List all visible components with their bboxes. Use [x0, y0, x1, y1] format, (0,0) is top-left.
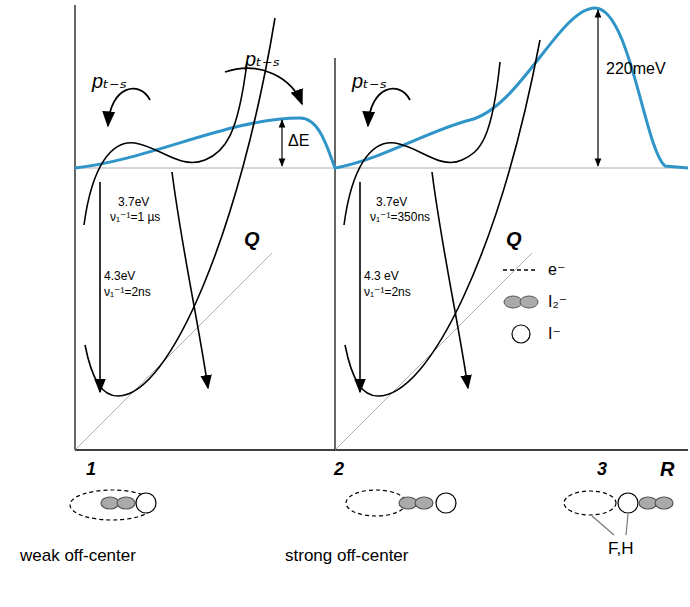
transition-energy: 4.3eV — [104, 270, 135, 283]
configuration-sketch — [70, 490, 673, 535]
energy-arrow — [282, 10, 598, 166]
rate-label: pₜ₋ₛ — [245, 48, 280, 70]
configuration-caption: strong off-center — [285, 547, 408, 566]
transition-energy: 3.7eV — [118, 196, 149, 209]
potential-curves — [84, 18, 540, 396]
axis-label: Q — [506, 228, 522, 250]
lifetime-label: ν₁⁻¹=350ns — [370, 211, 430, 224]
rate-label: pₜ₋ₛ — [92, 70, 127, 92]
energy-label: 220meV — [606, 60, 666, 78]
axes — [75, 5, 688, 450]
transition-energy: 4.3 eV — [364, 270, 399, 283]
configuration-number: 3 — [597, 460, 607, 480]
hop-arrow — [108, 68, 410, 126]
legend-text: e⁻ — [548, 261, 565, 279]
lifetime-label: ν₁⁻¹=1 µs — [110, 211, 160, 224]
configuration-number: 2 — [334, 460, 344, 480]
energy-label: ΔE — [288, 132, 309, 150]
transition-arrow — [100, 172, 468, 392]
legend-text: I⁻ — [548, 325, 561, 343]
legend-samples — [503, 270, 538, 343]
axis-label: Q — [244, 228, 260, 250]
lifetime-label: ν₁⁻¹=2ns — [104, 286, 151, 299]
legend-text: I₂⁻ — [548, 293, 567, 311]
rate-label: pₜ₋ₛ — [352, 70, 387, 92]
lifetime-label: ν₁⁻¹=2ns — [364, 286, 411, 299]
axis-label: R — [660, 458, 674, 480]
configuration-number: 1 — [86, 460, 96, 480]
configuration-caption: weak off-center — [20, 547, 136, 566]
configuration-caption: F,H — [608, 540, 634, 559]
transition-energy: 3.7eV — [376, 196, 407, 209]
